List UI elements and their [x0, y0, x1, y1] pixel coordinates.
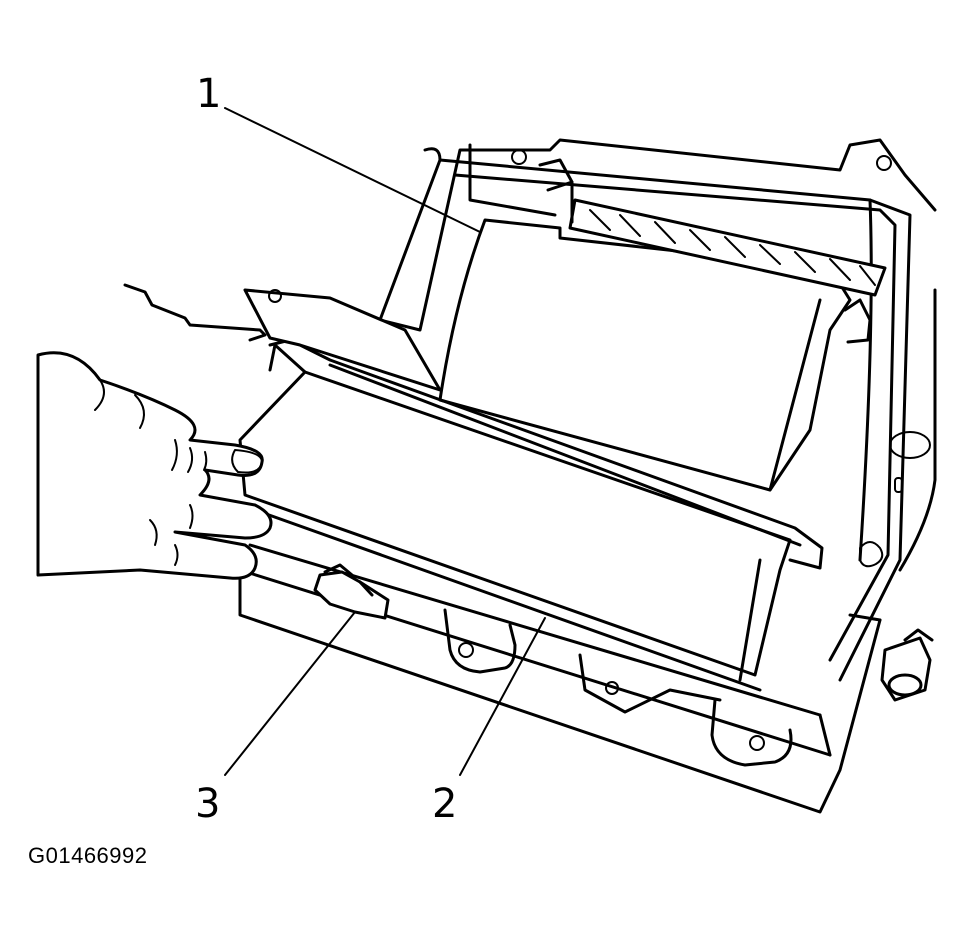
upper-filter-element	[438, 158, 887, 492]
leader-line-3	[224, 611, 356, 776]
leader-line-2	[459, 617, 546, 776]
cover-panel	[123, 283, 442, 392]
leader-line-1	[224, 107, 481, 233]
callout-leaders	[224, 107, 546, 776]
filter-housing	[378, 138, 937, 682]
hand-illustration	[36, 351, 273, 580]
callout-label-2: 2	[432, 781, 458, 827]
callout-label-1: 1	[196, 71, 222, 117]
figure-id: G01466992	[28, 843, 148, 868]
retaining-clip	[313, 563, 390, 620]
callout-label-3: 3	[195, 781, 221, 827]
